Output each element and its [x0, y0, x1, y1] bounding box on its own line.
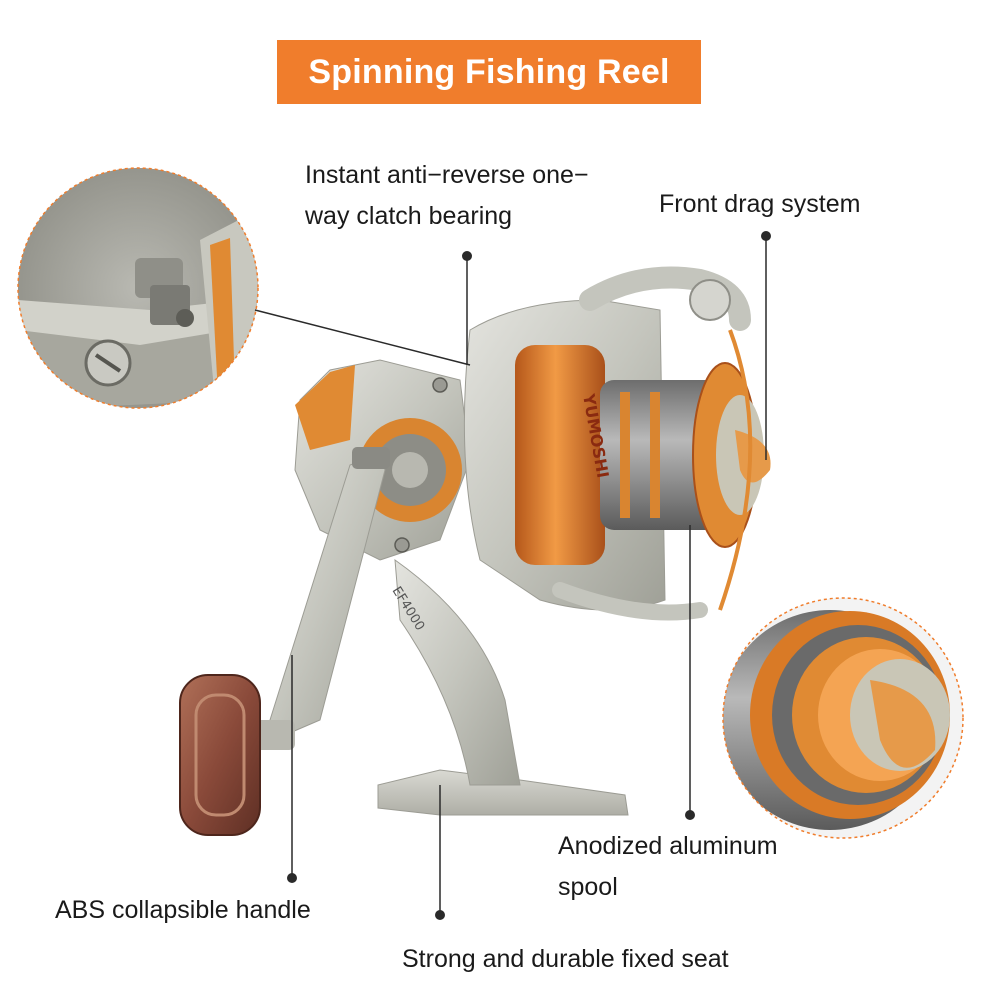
spool-label-line2: spool: [558, 873, 618, 901]
front-drag-leader-dot: [761, 231, 771, 241]
leader-lines: [254, 231, 771, 920]
bearing-leader-dot: [462, 251, 472, 261]
seat-label: Strong and durable fixed seat: [402, 945, 729, 973]
bearing-zoom-inset: [17, 167, 259, 409]
bearing-label-line2: way clatch bearing: [305, 202, 513, 230]
spool-leader-dot: [685, 810, 695, 820]
handle-leader-dot: [287, 873, 297, 883]
spinning-reel: EF4000 YUMOSHI: [179, 266, 771, 836]
bearing-zoom-pointer: [254, 309, 471, 366]
seat-leader-dot: [435, 910, 445, 920]
page-title: Spinning Fishing Reel: [308, 52, 670, 91]
front-drag-label: Front drag system: [659, 190, 861, 218]
title-banner: Spinning Fishing Reel: [277, 40, 701, 104]
spool-label-line1: Anodized aluminum: [558, 832, 778, 860]
handle-label: ABS collapsible handle: [55, 896, 311, 924]
bearing-label-line1: Instant anti−reverse one−: [305, 161, 589, 189]
spool-zoom-inset: [722, 597, 964, 839]
